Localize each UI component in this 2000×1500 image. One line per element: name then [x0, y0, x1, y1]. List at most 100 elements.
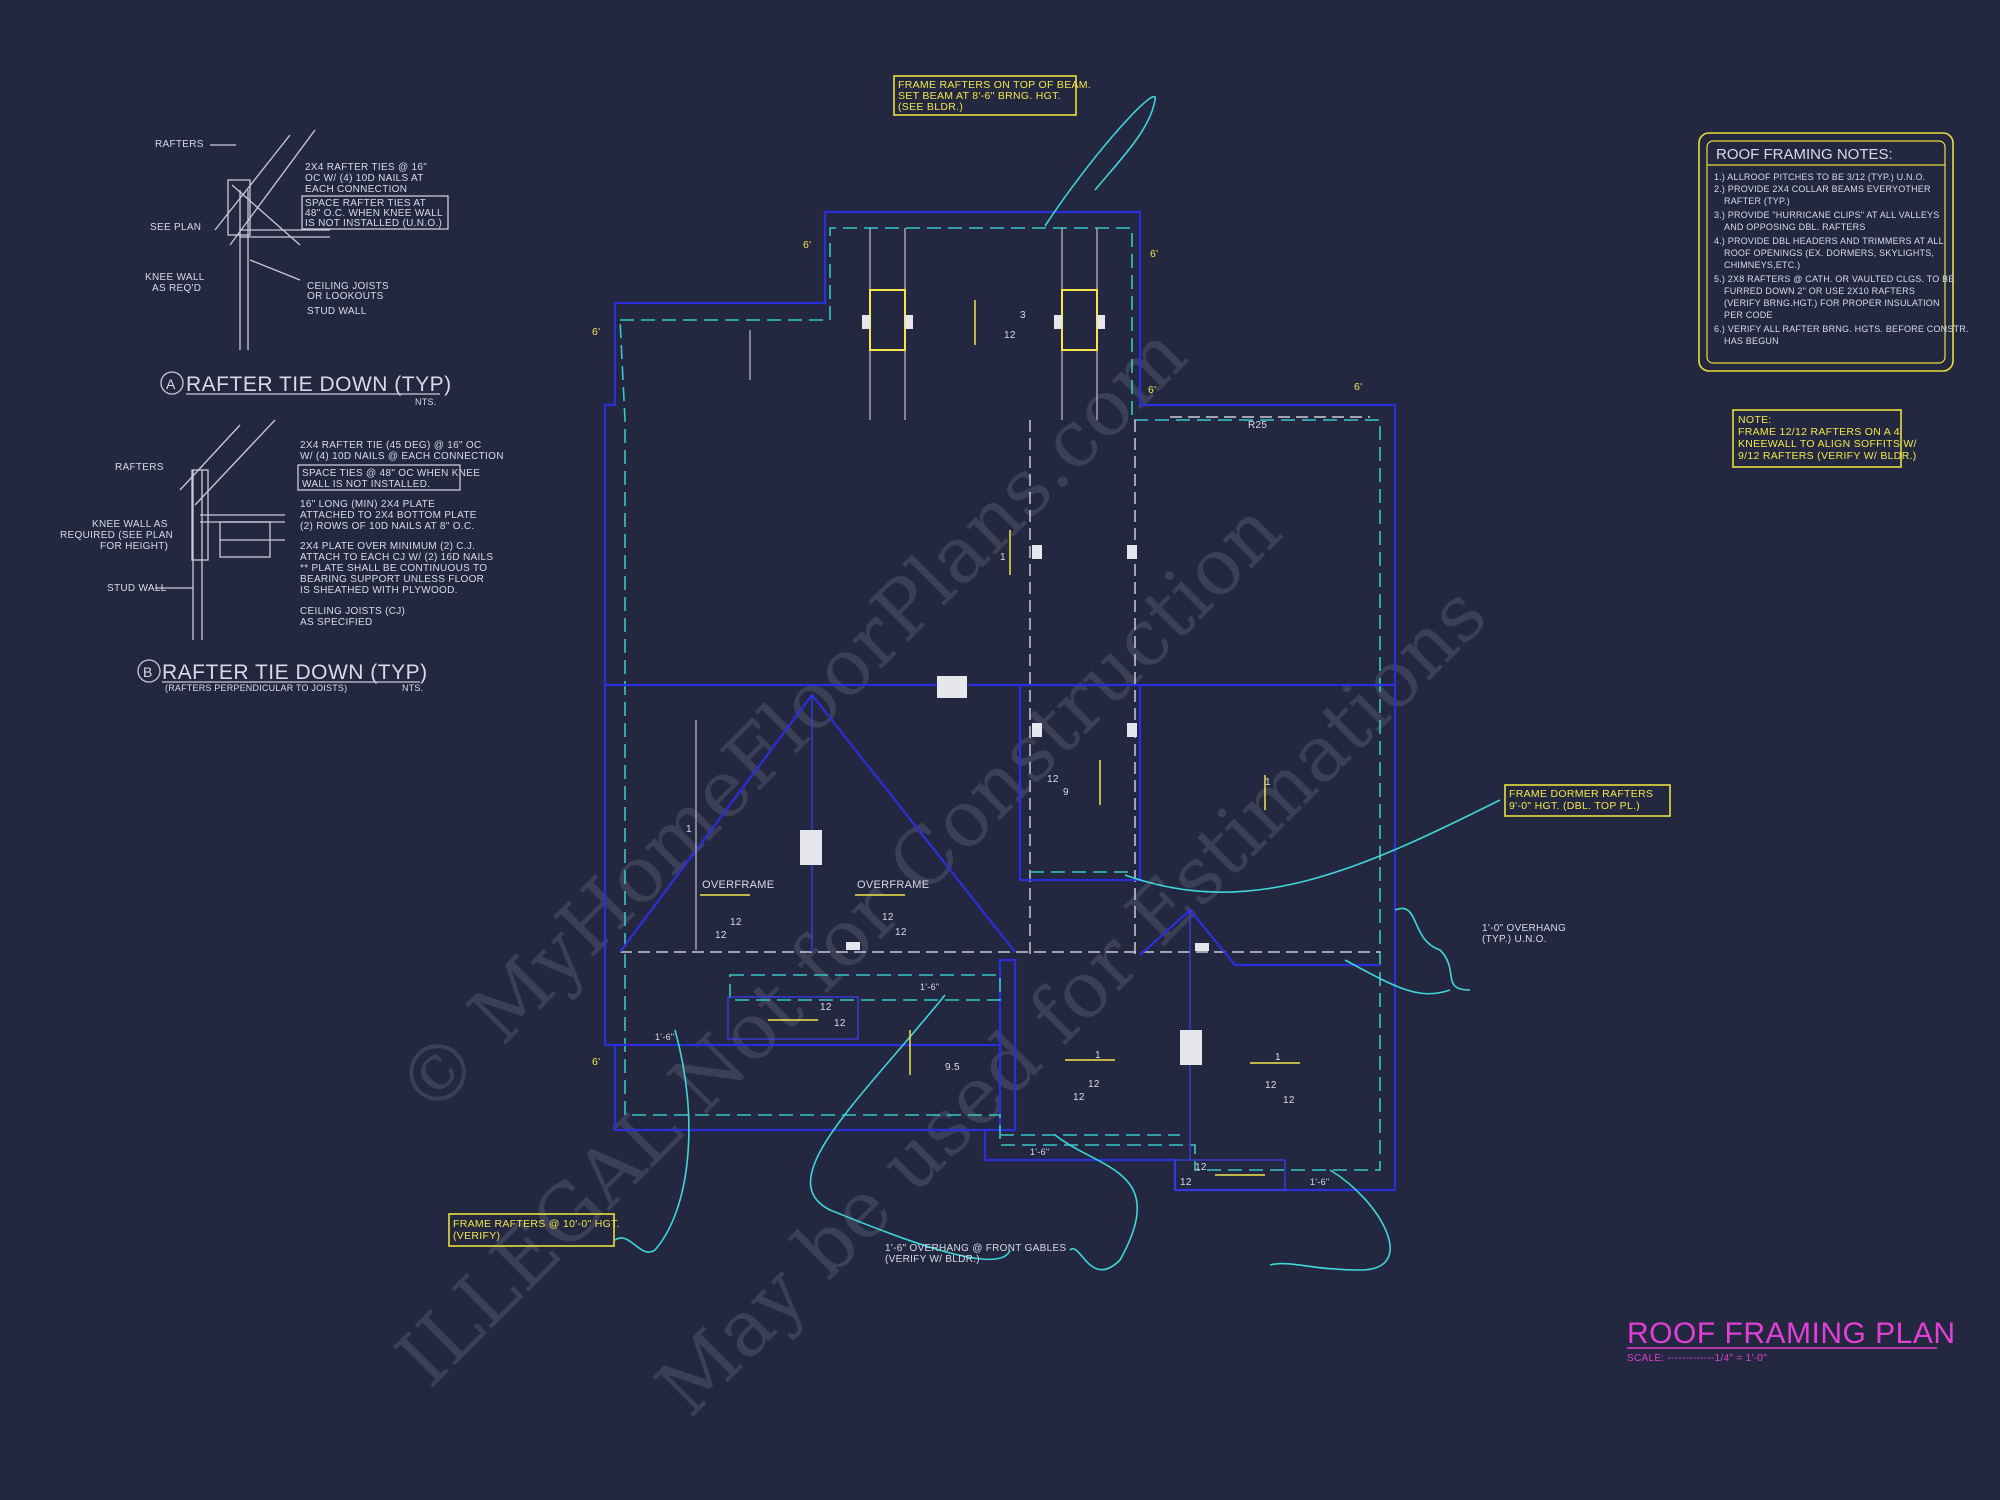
note-line-4: 9/12 RAFTERS (VERIFY W/ BLDR.) [1738, 450, 1917, 462]
pitch-dormer-12: 12 [1047, 774, 1059, 785]
six-b: 6' [1150, 248, 1158, 260]
detail-a-as-reqd: AS REQ'D [152, 283, 201, 294]
callout-front-gables-2: (VERIFY W/ BLDR.) [885, 1254, 980, 1265]
detail-b-cj-7: AS SPECIFIED [300, 617, 373, 628]
callout-rafters-10-2: (VERIFY) [453, 1230, 500, 1242]
pitch-left-12b: 12 [895, 927, 907, 938]
detail-b-plate-3: (2) ROWS OF 10d NAILS AT 8" O.C. [300, 521, 474, 532]
callout-overhang-1: 1'-0" OVERHANG [1482, 923, 1566, 934]
detail-b-title: RAFTER TIE DOWN (TYP) [162, 661, 428, 684]
notes-line-12: PER CODE [1724, 310, 1773, 320]
notes-line-11: (VERIFY BRNG.HGT.) FOR PROPER INSULATION [1724, 298, 1940, 308]
overframe-right: OVERFRAME [857, 879, 929, 891]
pitch-step-12a: 12 [820, 1002, 832, 1013]
detail-a-space-2: 48" O.C. WHEN KNEE WALL [305, 208, 443, 219]
label-one-c: 1 [686, 824, 692, 835]
eighteen-a: 1'-6" [655, 1032, 674, 1042]
detail-b-plate-1: 16" LONG (MIN) 2X4 PLATE [300, 499, 435, 510]
wall-outline [603, 210, 1397, 1192]
detail-b-nts: NTS. [402, 683, 423, 693]
callout-beam: FRAME RAFTERS ON TOP OF BEAM. SET BEAM A… [893, 75, 1091, 116]
callout-overhang-2: (TYP.) U.N.O. [1482, 934, 1547, 945]
callout-beam-2: SET BEAM AT 8'-6" BRNG. HGT. [898, 90, 1061, 102]
detail-b-cj-1: 2x4 PLATE OVER MINIMUM (2) C.J. [300, 541, 475, 552]
r25: R25 [1248, 420, 1267, 431]
detail-b-space-2: WALL IS NOT INSTALLED. [302, 479, 430, 490]
note-box: NOTE: FRAME 12/12 RAFTERS ON A 4' KNEEWA… [1732, 409, 1917, 468]
notes-title: ROOF FRAMING NOTES: [1716, 146, 1893, 163]
eighteen-d: 1'-6" [920, 982, 939, 992]
notes-line-13: 6.) VERIFY ALL RAFTER BRNG. HGTS. BEFORE… [1714, 324, 1969, 334]
detail-a-space-3: IS NOT INSTALLED (U.N.O.) [305, 218, 442, 229]
detail-b-rafters: RAFTERS [115, 462, 164, 473]
plan-title-block: ROOF FRAMING PLAN SCALE: -------------1/… [1627, 1317, 1955, 1364]
notes-line-3: RAFTER (TYP.) [1724, 196, 1790, 206]
callout-dormer-1: FRAME DORMER RAFTERS [1509, 788, 1653, 800]
notes-line-1: 1.) ALLROOF PITCHES TO BE 3/12 (TYP.) U.… [1714, 172, 1925, 182]
detail-a-knee-wall: KNEE WALL [145, 272, 205, 283]
detail-b-knee-3: FOR HEIGHT) [100, 541, 168, 552]
pitch-top-12: 12 [1004, 330, 1016, 341]
pitch-front-12b: 12 [1088, 1079, 1100, 1090]
notes-line-7: ROOF OPENINGS (EX. DORMERS, SKYLIGHTS, [1724, 248, 1934, 258]
notes-line-5: AND OPPOSING DBL. RAFTERS [1724, 222, 1866, 232]
label-one-b: 1 [1265, 777, 1271, 788]
detail-a-tie-3: EACH CONNECTION [305, 184, 407, 195]
callout-beam-1: FRAME RAFTERS ON TOP OF BEAM. [898, 79, 1091, 91]
notes-line-6: 4.) PROVIDE DBL HEADERS AND TRIMMERS AT … [1714, 236, 1944, 246]
detail-a-marker: A [166, 376, 176, 392]
callout-rafters-10: FRAME RAFTERS @ 10'-0" HGT. (VERIFY) [448, 1213, 620, 1247]
pitch-front-12a: 12 [1073, 1092, 1085, 1103]
pitch-left-12: 12 [882, 912, 894, 923]
detail-b-tie-1: 2x4 RAFTER TIE (45 DEG) @ 16" OC [300, 440, 482, 451]
six-d: 6' [1148, 384, 1156, 396]
pitch-gable-12: 12 [715, 930, 727, 941]
detail-a-stud: STUD WALL [307, 306, 367, 317]
detail-a-nts: NTS. [415, 397, 436, 407]
pitch-low-12b: 12 [1180, 1177, 1192, 1188]
detail-b: RAFTERS KNEE WALL AS REQUIRED (SEE PLAN … [60, 419, 504, 693]
detail-b-sub: (RAFTERS PERPENDICULAR TO JOISTS) [165, 683, 347, 693]
label-one-a: 1 [1000, 552, 1006, 563]
detail-b-cj-6: CEILING JOISTS (CJ) [300, 606, 405, 617]
detail-a-tie-1: 2x4 RAFTER TIES @ 16" [305, 162, 427, 173]
plan-labels: OVERFRAME OVERFRAME 12 12 12 12 3 12 12 … [592, 239, 1362, 1188]
notes-line-4: 3.) PROVIDE "HURRICANE CLIPS" AT ALL VAL… [1714, 210, 1939, 220]
pitch-front-12c: 12 [1265, 1080, 1277, 1091]
callout-front-gables: 1'-6" OVERHANG @ FRONT GABLES (VERIFY W/… [885, 1243, 1066, 1265]
detail-b-stud: STUD WALL [107, 583, 167, 594]
pitch-low-12a: 12 [1195, 1162, 1207, 1173]
overframe-left: OVERFRAME [702, 879, 774, 891]
callout-dormer-2: 9'-0" HGT. (DBL. TOP PL.) [1509, 800, 1640, 812]
notes-line-14: HAS BEGUN [1724, 336, 1779, 346]
label-one-d: 1 [1095, 1050, 1101, 1061]
detail-b-cj-4: BEARING SUPPORT UNLESS FLOOR [300, 574, 484, 585]
detail-a-tie-2: OC W/ (4) 10d NAILS AT [305, 173, 424, 184]
detail-b-marker: B [143, 664, 153, 680]
plan-scale: SCALE: -------------1/4" = 1'-0" [1627, 1353, 1767, 1364]
detail-a-rafters: RAFTERS [155, 139, 204, 150]
pitch-dormer-9: 9 [1063, 787, 1069, 798]
detail-a-ceiling-2: OR LOOKOUTS [307, 291, 384, 302]
detail-b-knee-2: REQUIRED (SEE PLAN [60, 530, 173, 541]
detail-a-title: RAFTER TIE DOWN (TYP) [186, 373, 452, 396]
callout-overhang: 1'-0" OVERHANG (TYP.) U.N.O. [1482, 923, 1566, 945]
six-f: 6' [592, 1056, 600, 1068]
callout-front-gables-1: 1'-6" OVERHANG @ FRONT GABLES [885, 1243, 1066, 1254]
detail-b-cj-5: IS SHEATHED WITH PLYWOOD. [300, 585, 458, 596]
detail-a: RAFTERS SEE PLAN KNEE WALL AS REQ'D 2x4 … [145, 129, 452, 407]
note-line-1: NOTE: [1738, 414, 1772, 426]
detail-b-cj-2: ATTACH TO EACH CJ W/ (2) 16d NAILS [300, 552, 493, 563]
pitch-step-12b: 12 [834, 1018, 846, 1029]
detail-b-knee-1: KNEE WALL AS [92, 519, 168, 530]
detail-a-space-1: SPACE RAFTER TIES AT [305, 198, 426, 209]
detail-b-tie-2: W/ (4) 10d NAILS @ EACH CONNECTION [300, 451, 504, 462]
note-line-2: FRAME 12/12 RAFTERS ON A 4' [1738, 426, 1902, 438]
detail-a-see-plan: SEE PLAN [150, 222, 201, 233]
six-a: 6' [803, 239, 811, 251]
pitch-95: 9.5 [945, 1062, 960, 1073]
detail-b-space-1: SPACE TIES @ 48" OC WHEN KNEE [302, 468, 480, 479]
label-one-e: 1 [1275, 1052, 1281, 1063]
callout-beam-3: (SEE BLDR.) [898, 101, 963, 113]
pitch-top-3: 3 [1020, 310, 1026, 321]
